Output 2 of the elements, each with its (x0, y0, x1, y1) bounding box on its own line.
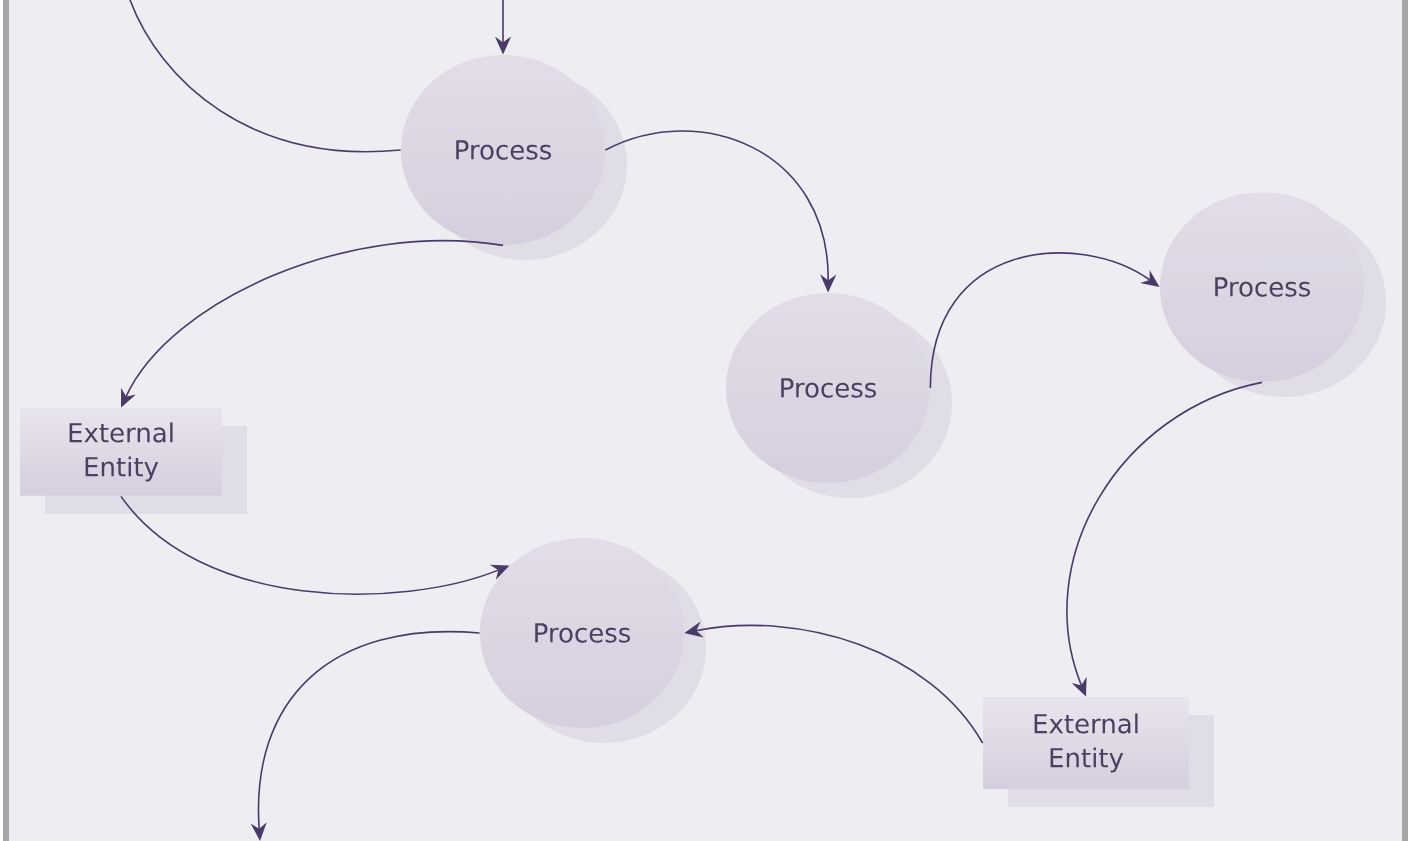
entity-box: External Entity (20, 408, 247, 514)
entity-box: External Entity (983, 697, 1214, 807)
